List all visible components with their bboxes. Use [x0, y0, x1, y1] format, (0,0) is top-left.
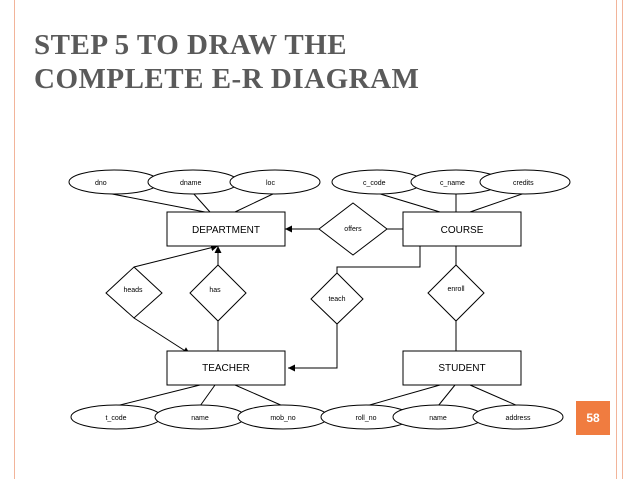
attribute-loc-label: loc: [266, 180, 275, 187]
line-tname-teacher: [199, 384, 216, 407]
entity-department: DEPARTMENT: [166, 211, 286, 247]
page-number-badge: 58: [576, 401, 610, 435]
relationship-teach-label: teach: [328, 296, 345, 303]
line-tcode-teacher: [115, 384, 201, 407]
attribute-t-code: t_code: [70, 404, 162, 430]
line-heads-department: [133, 244, 219, 268]
attribute-t-code-label: t_code: [105, 415, 126, 422]
line-address-student: [469, 384, 519, 407]
attribute-dno: dno: [68, 169, 160, 195]
attribute-c-code: c_code: [331, 169, 423, 195]
line-loc-department: [234, 192, 276, 213]
attribute-credits-label: credits: [513, 180, 534, 187]
frame-line-left: [14, 0, 15, 479]
attribute-c-code-label: c_code: [363, 180, 386, 187]
line-mobno-teacher: [234, 384, 284, 407]
relationship-offers: offers: [318, 202, 388, 256]
relationship-has: has: [189, 264, 247, 322]
relationship-teach: teach: [310, 272, 364, 325]
attribute-dno-label: dno: [95, 180, 107, 187]
line-sname-student: [437, 384, 456, 407]
entity-student: STUDENT: [402, 350, 522, 386]
line-rollno-student: [365, 384, 441, 407]
entity-student-label: STUDENT: [438, 363, 485, 374]
line-course-teach: [336, 246, 421, 273]
attribute-address: address: [472, 404, 564, 430]
connector-lines: [106, 192, 526, 407]
relationship-offers-label: offers: [344, 226, 362, 233]
attribute-c-name-label: c_name: [440, 180, 465, 187]
slide-title: STEP 5 TO DRAW THE COMPLETE E-R DIAGRAM: [34, 28, 419, 96]
attribute-student-name: name: [392, 404, 484, 430]
relationship-heads: heads: [105, 266, 163, 319]
attribute-roll-no-label: roll_no: [355, 415, 376, 422]
attribute-credits: credits: [479, 169, 571, 195]
entity-teacher-label: TEACHER: [202, 363, 250, 374]
entity-course-label: COURSE: [441, 225, 484, 236]
attribute-address-label: address: [506, 415, 531, 422]
attribute-mob-no: mob_no: [237, 404, 329, 430]
slide-title-line-2: COMPLETE E-R DIAGRAM: [34, 63, 420, 95]
attribute-teacher-name: name: [154, 404, 246, 430]
line-heads-teacher: [133, 317, 191, 355]
relationship-has-label: has: [209, 287, 221, 294]
relationship-enroll-label: enroll: [447, 286, 465, 293]
line-dname-department: [192, 192, 211, 213]
line-ccode-course: [376, 192, 441, 213]
frame-line-right-1: [616, 0, 617, 479]
attribute-loc: loc: [229, 169, 321, 195]
entity-teacher: TEACHER: [166, 350, 286, 386]
line-credits-course: [469, 192, 526, 213]
attribute-mob-no-label: mob_no: [270, 415, 295, 422]
line-dno-department: [106, 192, 206, 213]
frame-line-right-2: [622, 0, 623, 479]
attribute-dname-label: dname: [180, 180, 202, 187]
entity-department-label: DEPARTMENT: [192, 225, 260, 236]
attribute-teacher-name-label: name: [191, 415, 209, 422]
slide-title-line-1: STEP 5 TO DRAW THE: [34, 29, 348, 61]
line-teach-teacher: [288, 324, 338, 372]
attribute-dname: dname: [147, 169, 239, 195]
attribute-student-name-label: name: [429, 415, 447, 422]
relationship-enroll: enroll: [427, 264, 485, 322]
relationship-heads-label: heads: [123, 287, 143, 294]
entity-course: COURSE: [402, 211, 522, 247]
